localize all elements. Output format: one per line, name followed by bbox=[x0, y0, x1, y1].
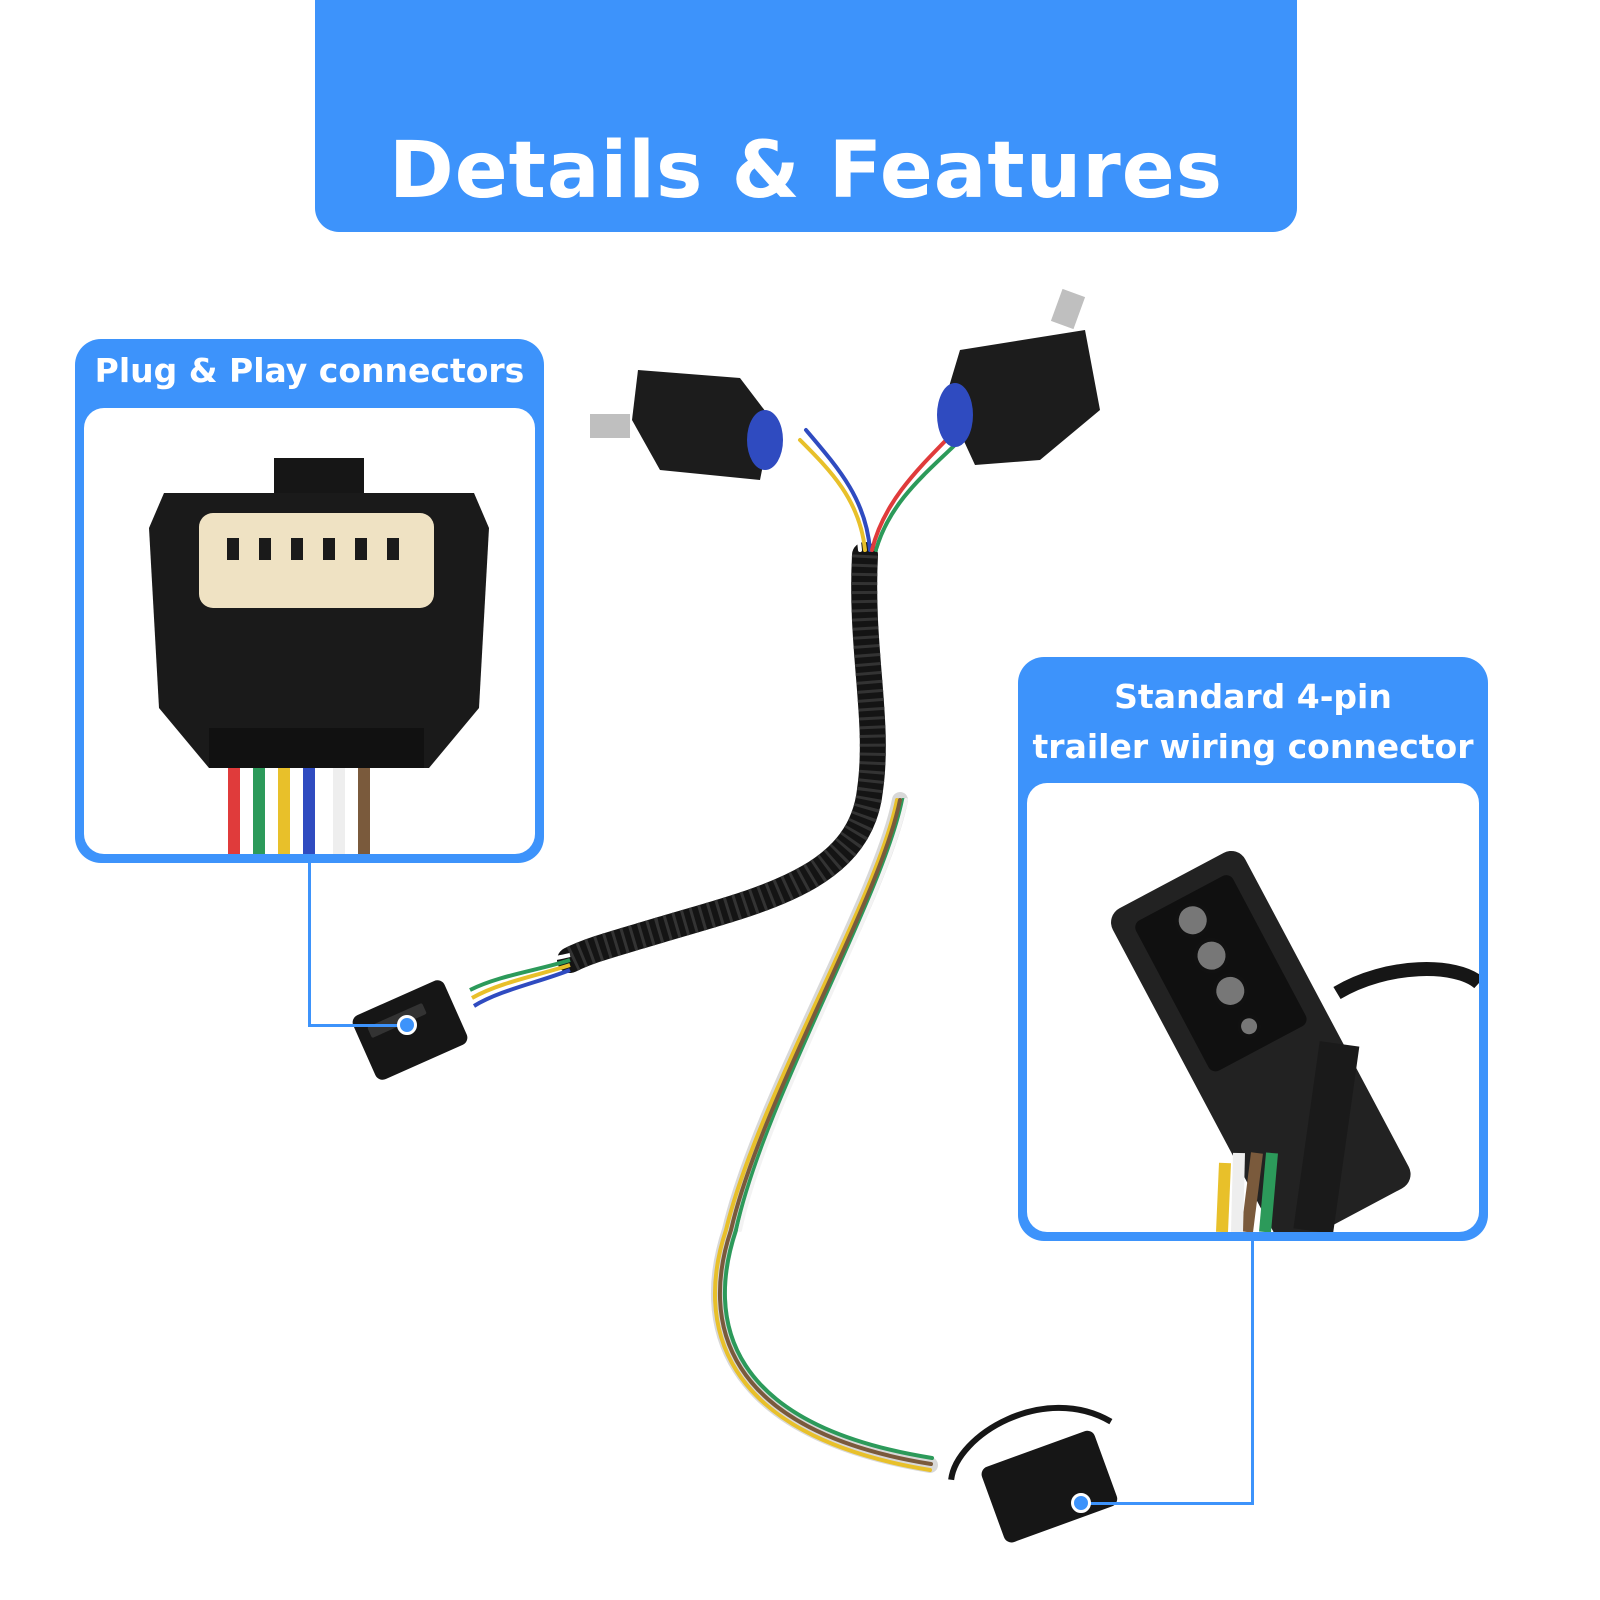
four-pin-flat-connector-icon bbox=[948, 1404, 1118, 1543]
callout-trailer-title-line1: Standard 4-pin bbox=[1114, 677, 1392, 716]
callout-trailer-connector-line bbox=[1251, 1241, 1254, 1504]
callout-plug-title: Plug & Play connectors bbox=[94, 351, 525, 390]
header-banner: Details & Features bbox=[315, 0, 1297, 232]
six-pin-connector-icon bbox=[149, 458, 489, 768]
callout-trailer-connector-line bbox=[1082, 1502, 1254, 1505]
callout-plug-connector-line bbox=[308, 1024, 404, 1027]
callout-four-pin-trailer: Standard 4-pin trailer wiring connector bbox=[1018, 657, 1488, 1241]
trailer-connector-closeup-image bbox=[1027, 783, 1479, 1232]
callout-plug-and-play: Plug & Play connectors bbox=[75, 339, 544, 863]
callout-pointer-dot-icon bbox=[1071, 1493, 1091, 1513]
relay-icon bbox=[590, 370, 783, 480]
callout-plug-connector-line bbox=[308, 863, 311, 1026]
callout-trailer-title-line2: trailer wiring connector bbox=[1032, 727, 1474, 766]
page-title: Details & Features bbox=[388, 126, 1224, 216]
relay-icon bbox=[937, 288, 1100, 465]
plug-closeup-image bbox=[84, 408, 535, 854]
four-pin-flat-connector-icon bbox=[1111, 850, 1411, 1232]
callout-pointer-dot-icon bbox=[397, 1015, 417, 1035]
